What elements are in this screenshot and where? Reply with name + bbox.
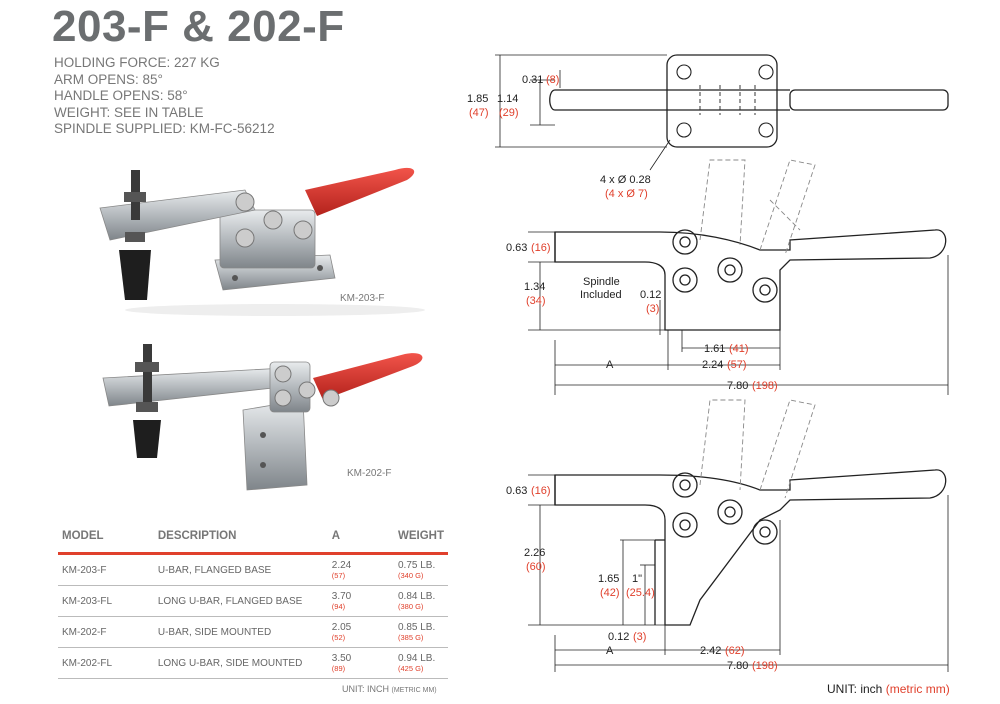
weight-g: (385 G) bbox=[398, 633, 424, 642]
cell-description: LONG U-BAR, SIDE MOUNTED bbox=[153, 647, 328, 679]
weight-g: (425 G) bbox=[398, 664, 424, 673]
dim-bot-total: 7.80 bbox=[727, 660, 748, 672]
dim-mid-t: 0.12 bbox=[640, 289, 661, 301]
table-unit-note: UNIT: INCH (METRIC MM) bbox=[342, 684, 437, 694]
dim-mid-total: 7.80 bbox=[727, 380, 748, 392]
a-inch: 2.05 bbox=[331, 622, 352, 633]
dim-mid-w1: 1.61 bbox=[704, 343, 725, 355]
cell-model: KM-202-FL bbox=[58, 647, 154, 679]
cell-model: KM-203-F bbox=[58, 553, 154, 586]
spec-arm-opens: ARM OPENS: 85° bbox=[54, 71, 163, 87]
dim-mid-h2-mm: (34) bbox=[526, 295, 546, 307]
cell-a: 2.24(57) bbox=[327, 553, 394, 586]
unit-metric: (metric mm) bbox=[885, 682, 950, 696]
product-image-203-f bbox=[99, 167, 425, 316]
unit-metric: (METRIC MM) bbox=[391, 687, 437, 694]
product-label-202-f: KM-202-F bbox=[347, 468, 392, 479]
dim-bot-h3-mm: (42) bbox=[600, 587, 620, 599]
dim-bot-h3: 1.65 bbox=[598, 573, 619, 585]
dim-top-d1-mm: (8) bbox=[546, 74, 559, 86]
dim-top-d2: 1.85 bbox=[467, 93, 488, 105]
cell-description: LONG U-BAR, FLANGED BASE bbox=[153, 585, 328, 617]
table-row: KM-202-FL LONG U-BAR, SIDE MOUNTED 3.50(… bbox=[58, 647, 448, 679]
weight-lb: 0.85 LB. bbox=[398, 622, 436, 633]
dim-mid-w1-mm: (41) bbox=[729, 343, 749, 355]
dim-bot-w2: 2.42 bbox=[700, 645, 721, 657]
dim-bot-a: A bbox=[606, 645, 614, 657]
spec-table: MODEL DESCRIPTION A WEIGHT KM-203-F U-BA… bbox=[58, 526, 448, 679]
dim-mid-total-mm: (198) bbox=[752, 380, 778, 392]
product-image-202-f bbox=[102, 344, 423, 491]
technical-drawing: 0.31 (8) 1.85 (47) 1.14 (29) 4 x Ø 0.28 … bbox=[467, 54, 949, 672]
cell-description: U-BAR, FLANGED BASE bbox=[153, 553, 328, 586]
dim-mid-h2: 1.34 bbox=[524, 281, 545, 293]
spindle-note-2: Included bbox=[580, 289, 622, 301]
a-mm: (52) bbox=[331, 633, 346, 642]
col-model: MODEL bbox=[62, 530, 104, 542]
col-a: A bbox=[331, 530, 341, 542]
weight-lb: 0.94 LB. bbox=[398, 653, 436, 664]
col-description: DESCRIPTION bbox=[157, 530, 237, 542]
weight-g: (340 G) bbox=[398, 571, 424, 580]
cell-a: 2.05(52) bbox=[327, 616, 394, 648]
dim-top-d1: 0.31 bbox=[522, 74, 543, 86]
table-header-row: MODEL DESCRIPTION A WEIGHT bbox=[58, 526, 448, 554]
a-mm: (94) bbox=[331, 602, 346, 611]
cell-weight: 0.84 LB.(380 G) bbox=[394, 585, 448, 617]
dim-bot-t: 0.12 bbox=[608, 631, 629, 643]
page-title: 203-F & 202-F bbox=[52, 2, 345, 51]
dim-top-d3-mm: (29) bbox=[499, 107, 519, 119]
dim-top-holes: 4 x Ø 0.28 bbox=[600, 174, 651, 186]
spec-spindle: SPINDLE SUPPLIED: KM-FC-56212 bbox=[54, 121, 275, 136]
weight-g: (380 G) bbox=[398, 602, 424, 611]
spec-weight: WEIGHT: SEE IN TABLE bbox=[54, 104, 204, 120]
dim-mid-h1: 0.63 bbox=[506, 242, 527, 254]
dim-mid-w2: 2.24 bbox=[702, 359, 723, 371]
dim-bot-total-mm: (198) bbox=[752, 660, 778, 672]
weight-lb: 0.84 LB. bbox=[398, 591, 436, 602]
cell-description: U-BAR, SIDE MOUNTED bbox=[153, 616, 328, 648]
unit-inch: UNIT: INCH bbox=[342, 684, 389, 694]
unit-inch: UNIT: inch bbox=[827, 682, 883, 696]
table-row: KM-202-F U-BAR, SIDE MOUNTED 2.05(52) 0.… bbox=[58, 616, 448, 648]
a-inch: 2.24 bbox=[331, 560, 352, 571]
dim-bot-w2-mm: (62) bbox=[725, 645, 745, 657]
cell-model: KM-202-F bbox=[58, 616, 154, 648]
dim-bot-t-mm: (3) bbox=[633, 631, 646, 643]
table-row: KM-203-FL LONG U-BAR, FLANGED BASE 3.70(… bbox=[58, 585, 448, 617]
dim-mid-w2-mm: (57) bbox=[727, 359, 747, 371]
cell-model: KM-203-FL bbox=[58, 585, 154, 617]
a-inch: 3.50 bbox=[331, 653, 352, 664]
spec-handle-opens: HANDLE OPENS: 58° bbox=[54, 88, 188, 103]
dim-top-d2-mm: (47) bbox=[469, 107, 489, 119]
dim-bot-h1: 0.63 bbox=[506, 485, 527, 497]
cell-a: 3.70(94) bbox=[327, 585, 394, 617]
a-inch: 3.70 bbox=[331, 591, 352, 602]
dim-mid-a: A bbox=[606, 359, 614, 371]
dim-bot-h4: 1" bbox=[632, 573, 642, 585]
spindle-note-1: Spindle bbox=[583, 276, 620, 288]
cell-weight: 0.94 LB.(425 G) bbox=[394, 647, 448, 679]
cell-weight: 0.75 LB.(340 G) bbox=[394, 553, 448, 586]
col-weight: WEIGHT bbox=[398, 530, 444, 542]
weight-lb: 0.75 LB. bbox=[398, 560, 436, 571]
dim-bot-h4-mm: (25.4) bbox=[626, 587, 655, 599]
a-mm: (89) bbox=[331, 664, 346, 673]
dim-top-d3: 1.14 bbox=[497, 93, 518, 105]
dim-bot-h1-mm: (16) bbox=[531, 485, 551, 497]
a-mm: (57) bbox=[331, 571, 346, 580]
dim-bot-h2: 2.26 bbox=[524, 547, 545, 559]
cell-a: 3.50(89) bbox=[327, 647, 394, 679]
dim-mid-t-mm: (3) bbox=[646, 303, 659, 315]
table-row: KM-203-F U-BAR, FLANGED BASE 2.24(57) 0.… bbox=[58, 553, 448, 586]
spec-holding-force: HOLDING FORCE: 227 KG bbox=[54, 55, 220, 70]
dim-top-holes-mm: (4 x Ø 7) bbox=[605, 188, 648, 200]
dim-bot-h2-mm: (60) bbox=[526, 561, 546, 573]
drawing-unit-note: UNIT: inch (metric mm) bbox=[827, 682, 950, 696]
product-label-203-f: KM-203-F bbox=[340, 293, 385, 304]
dim-mid-h1-mm: (16) bbox=[531, 242, 551, 254]
specs-list: HOLDING FORCE: 227 KG ARM OPENS: 85° HAN… bbox=[54, 55, 275, 138]
cell-weight: 0.85 LB.(385 G) bbox=[394, 616, 448, 648]
